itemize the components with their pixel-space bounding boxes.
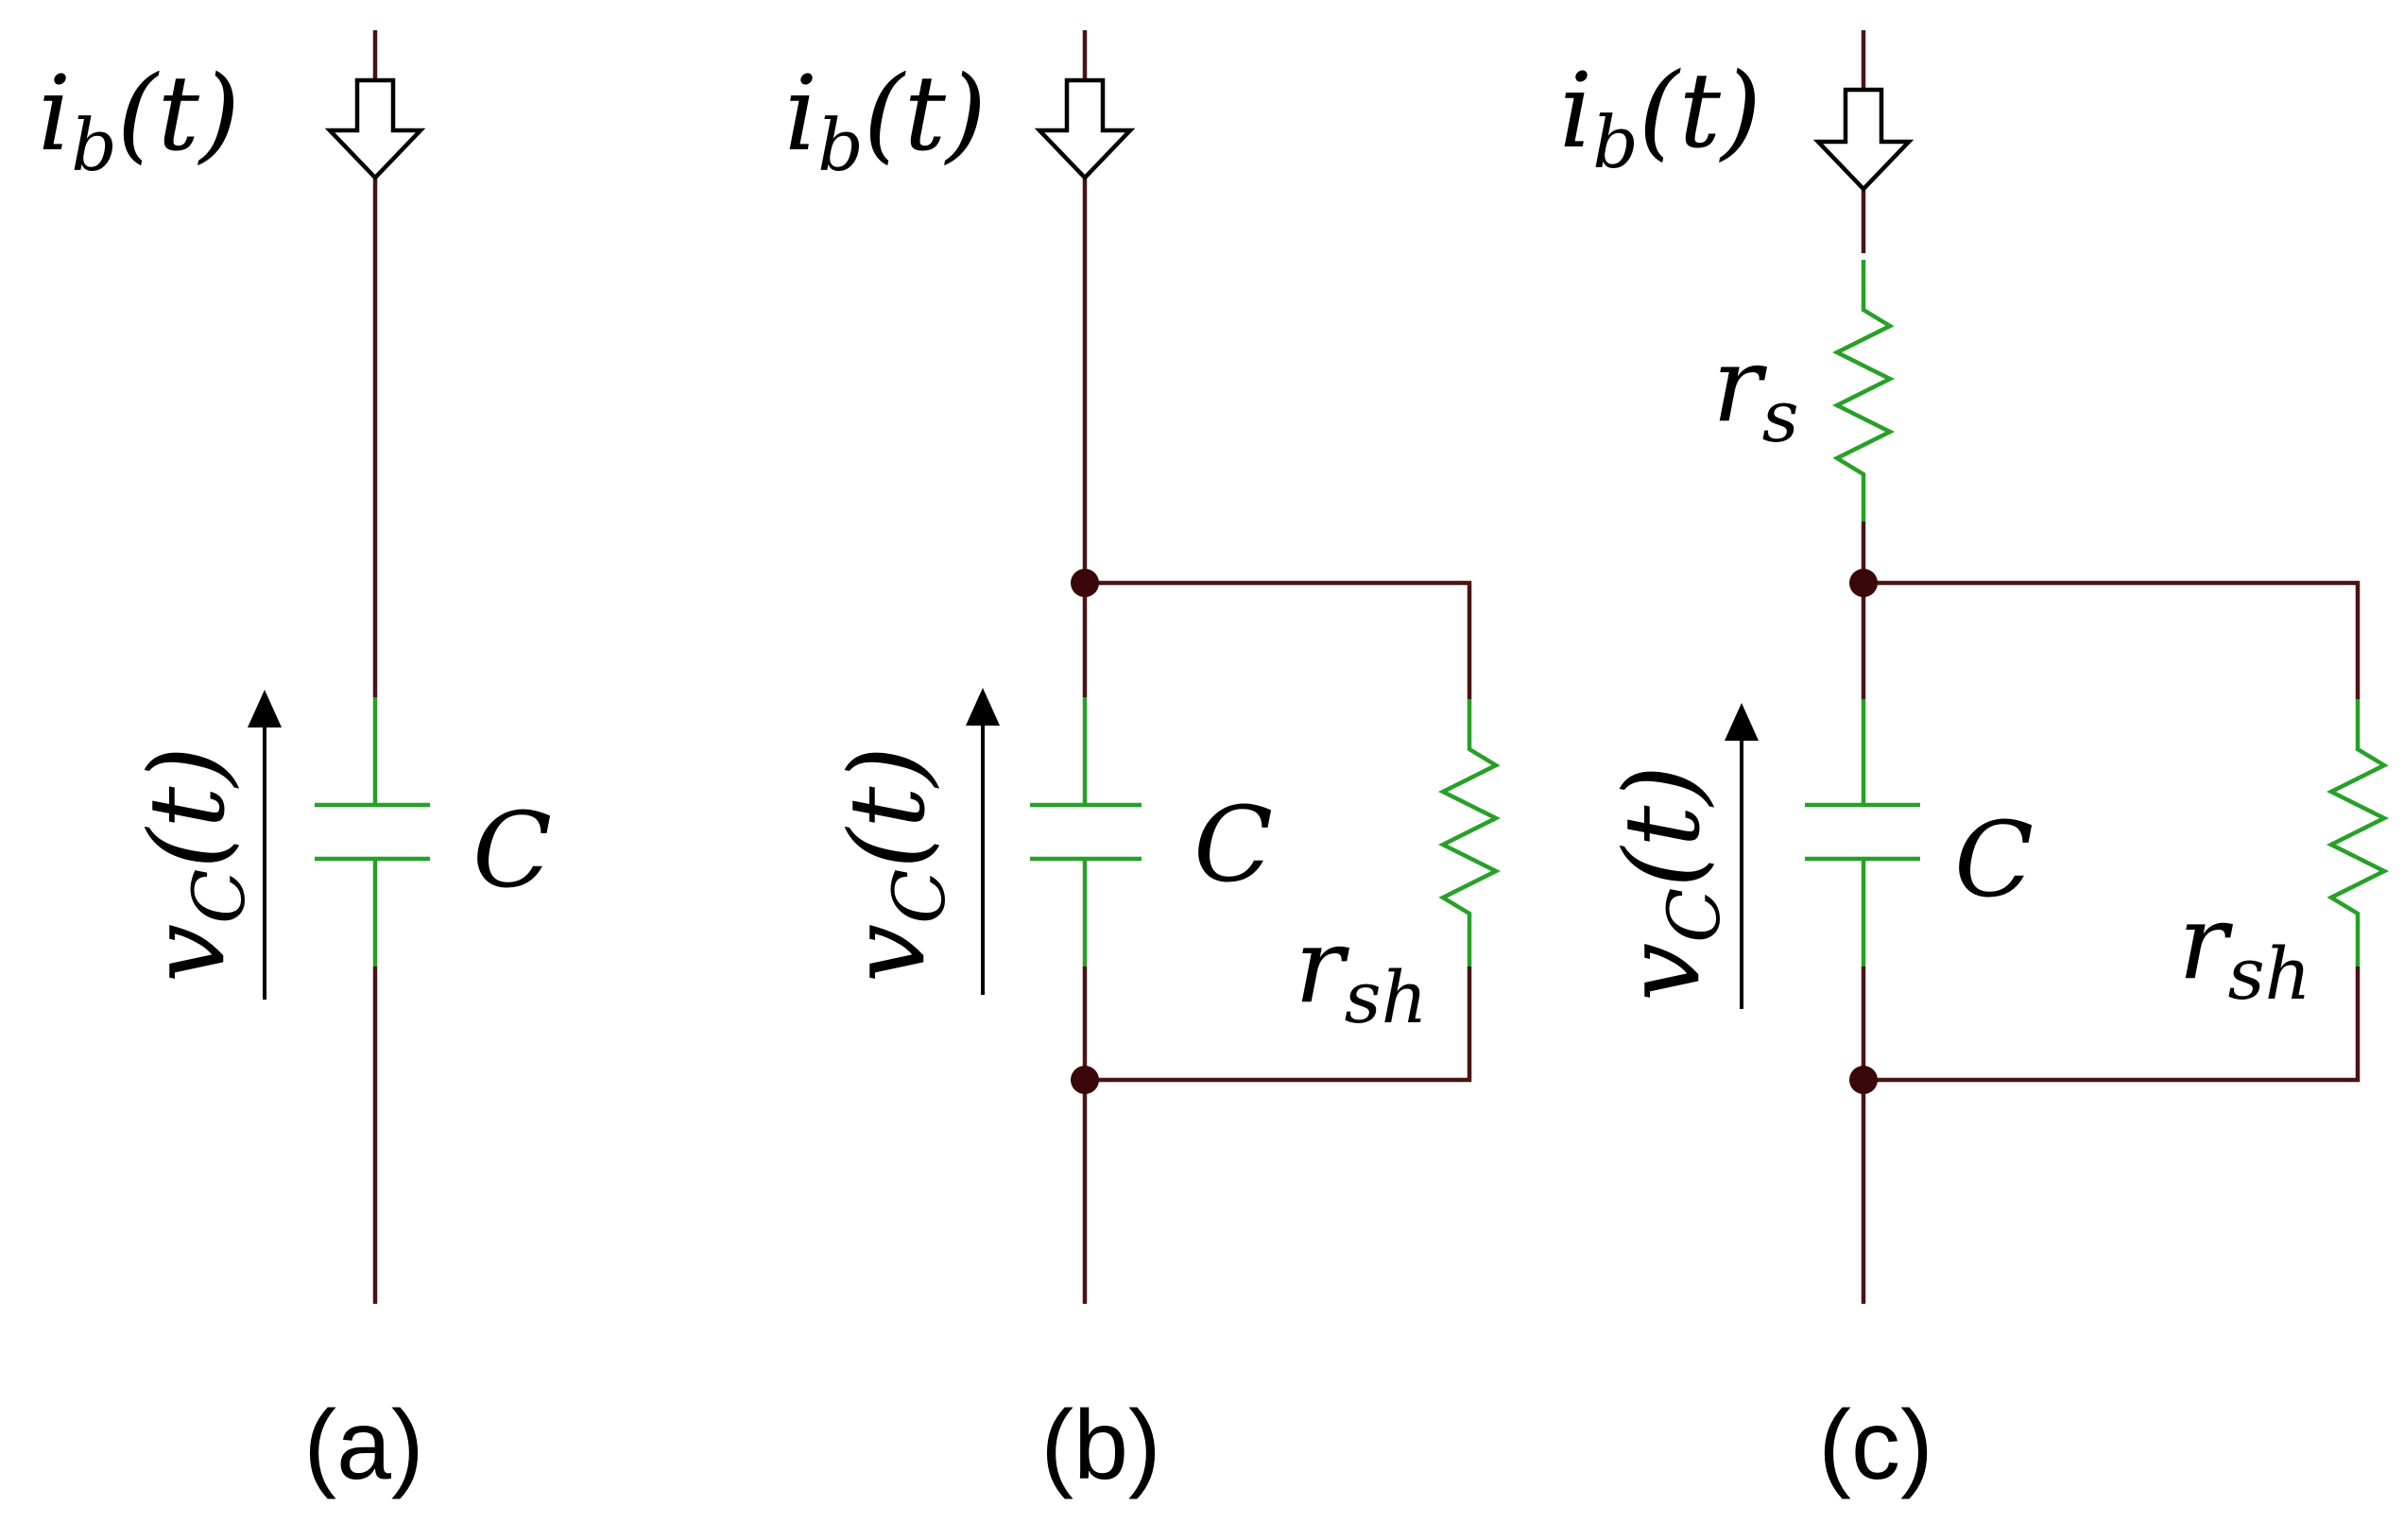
circuit-b: ib(t) vC(t) C rsh (b) [784, 30, 1502, 1500]
voltage-label-a: vC(t) [127, 746, 261, 983]
current-label-c: ib(t) [1559, 50, 1761, 184]
shunt-label-c: rsh [2178, 881, 2311, 1016]
voltage-label-c: vC(t) [1602, 765, 1736, 1001]
node-c-bottom [1849, 1066, 1878, 1094]
current-label-b: ib(t) [784, 53, 987, 187]
circuit-a: ib(t) vC(t) C (a) [38, 30, 552, 1500]
capacitor-b [1030, 697, 1142, 967]
wire-c-bottom-branch [1863, 967, 2361, 1083]
capacitor-label-a: C [472, 790, 552, 911]
node-c-top [1849, 569, 1878, 597]
node-b-bottom [1071, 1066, 1099, 1094]
shunt-resistor-b [1437, 699, 1502, 967]
wire-b-bottom-branch [1085, 967, 1472, 1083]
series-label-c: rs [1712, 324, 1799, 458]
current-label-a: ib(t) [38, 53, 240, 187]
shunt-resistor-c [2326, 699, 2390, 967]
capacitor-label-c: C [1954, 799, 2034, 920]
caption-c: (c) [1818, 1391, 1932, 1500]
current-arrow-c-icon [1812, 87, 1915, 193]
caption-b: (b) [1040, 1391, 1160, 1500]
caption-a: (a) [303, 1391, 423, 1500]
capacitor-c [1805, 699, 1920, 967]
series-resistor-c [1831, 260, 1896, 522]
voltage-arrow-c-head-icon [1725, 703, 1759, 741]
wire-b-top-branch [1085, 580, 1472, 699]
current-arrow-a-icon [324, 77, 426, 181]
node-b-top [1071, 569, 1099, 597]
shunt-label-b: rsh [1295, 905, 1428, 1039]
current-arrow-b-icon [1034, 77, 1136, 181]
capacitor-a [315, 697, 430, 967]
capacitor-label-b: C [1193, 784, 1273, 905]
circuit-c: ib(t) rs vC(t) C rsh (c) [1559, 30, 2390, 1500]
wire-c-top-branch [1863, 580, 2361, 699]
voltage-arrow-b-head-icon [966, 688, 1000, 726]
voltage-arrow-a-head-icon [248, 690, 282, 727]
voltage-label-b: vC(t) [827, 746, 961, 983]
